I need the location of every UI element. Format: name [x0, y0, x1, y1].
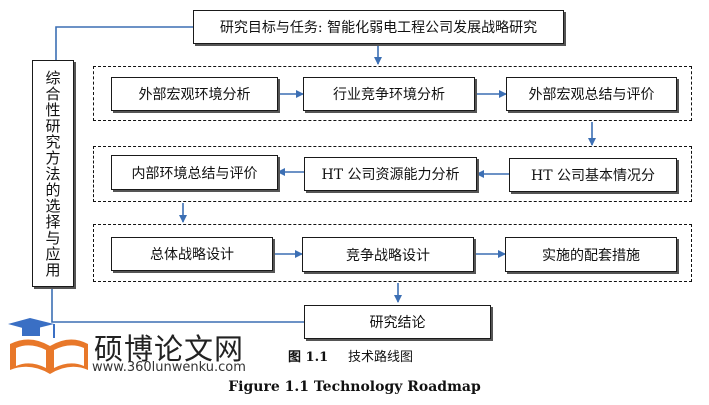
- watermark-site-name: 硕博论文网: [94, 332, 245, 366]
- resource-capability-analysis-text: HT 公司资源能力分析: [321, 167, 460, 183]
- connector-top-side: [55, 26, 193, 60]
- watermark-site-url: www.360lunwenku.com: [92, 360, 246, 375]
- row1-group: [93, 66, 692, 121]
- connector-side-conclusion: [51, 287, 304, 323]
- resource-capability-analysis-box: HT 公司资源能力分析: [304, 157, 477, 191]
- research-goal-box: 研究目标与任务: 智能化弱电工程公司发展战略研究: [193, 10, 564, 44]
- industry-competition-analysis-text: 行业竞争环境分析: [333, 87, 445, 103]
- research-method-text: 综合性研究方法的选择与应用: [43, 69, 62, 278]
- research-goal-text: 研究目标与任务: 智能化弱电工程公司发展战略研究: [219, 20, 538, 36]
- supporting-measures-text: 实施的配套措施: [542, 247, 640, 264]
- caption-cn-text: 技术路线图: [348, 350, 414, 365]
- row2-group: [93, 146, 692, 202]
- overall-strategy-text: 总体战略设计: [150, 247, 234, 263]
- watermark-logo-icon: [8, 318, 88, 374]
- conclusion-text: 研究结论: [369, 315, 426, 331]
- research-method-box: 综合性研究方法的选择与应用: [32, 60, 74, 287]
- supporting-measures-box: 实施的配套措施: [505, 237, 677, 272]
- company-basic-info-text: HT 公司基本情况分: [531, 168, 655, 184]
- caption-en: Figure 1.1 Technology Roadmap: [228, 379, 481, 395]
- caption-cn-number: 图 1.1: [288, 350, 329, 365]
- external-macro-summary-box: 外部宏观总结与评价: [506, 77, 677, 111]
- row3-group: [93, 224, 692, 282]
- conclusion-box: 研究结论: [304, 305, 491, 339]
- internal-summary-box: 内部环境总结与评价: [111, 155, 278, 190]
- internal-summary-text: 内部环境总结与评价: [131, 165, 258, 182]
- external-macro-analysis-text: 外部宏观环境分析: [138, 87, 251, 103]
- industry-competition-analysis-box: 行业竞争环境分析: [303, 77, 475, 111]
- overall-strategy-box: 总体战略设计: [111, 237, 273, 271]
- external-macro-analysis-box: 外部宏观环境分析: [111, 77, 278, 111]
- competitive-strategy-text: 竞争战略设计: [346, 247, 430, 264]
- competitive-strategy-box: 竞争战略设计: [302, 237, 474, 272]
- company-basic-info-box: HT 公司基本情况分: [509, 158, 677, 192]
- external-macro-summary-text: 外部宏观总结与评价: [528, 87, 655, 103]
